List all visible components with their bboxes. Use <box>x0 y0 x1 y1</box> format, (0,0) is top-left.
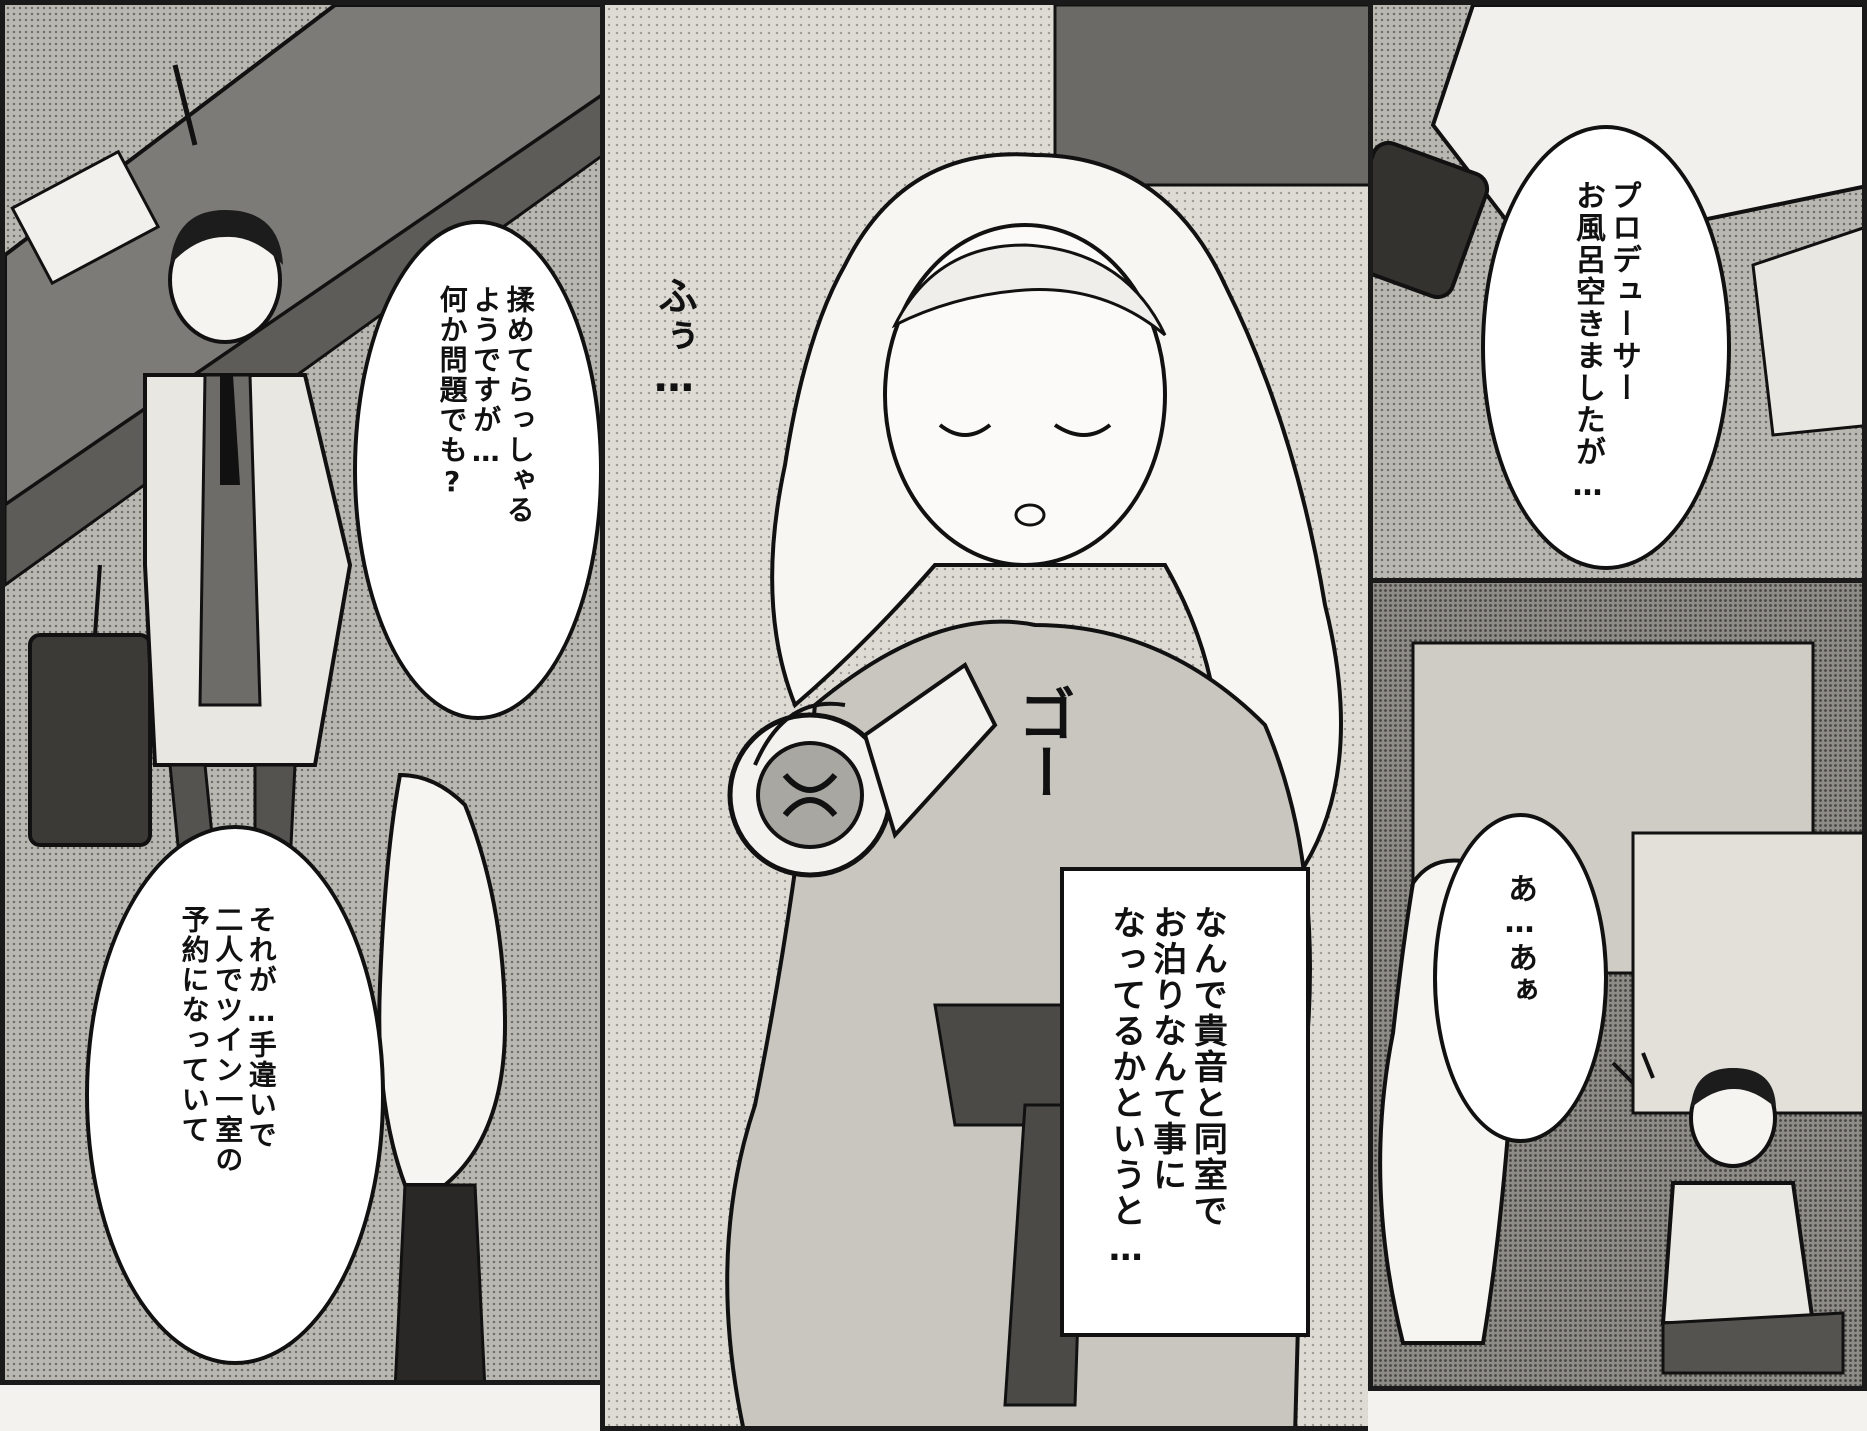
panel-left-art <box>5 5 607 1380</box>
bubble-left-bottom-line-3: 予約になっていて <box>177 905 211 1145</box>
bubble-left-bottom-line-2: 二人でツイン一室の <box>211 905 245 1175</box>
panel-center: ふぅ… ゴー なんで貴音と同室で お泊りなんて事に なってるかというと… <box>600 0 1380 1431</box>
narration-line-1: なんで貴音と同室で <box>1187 905 1228 1229</box>
speech-bubble-right-bottom <box>1433 813 1608 1143</box>
panel-right-top: プロデューサー お風呂空きましたが… <box>1368 0 1867 590</box>
bubble-left-bottom-line-1: それが…手違いで <box>244 905 278 1150</box>
narration-line-2: お泊りなんて事に <box>1146 905 1187 1193</box>
bubble-left-top-line-2: ようですが… <box>469 285 503 470</box>
narration-line-3: なってるかというと… <box>1105 905 1146 1271</box>
narration-box <box>1060 867 1310 1337</box>
sfx-sigh: ふぅ… <box>651 275 697 401</box>
bubble-left-top-line-3: 何か問題でも? <box>435 285 469 500</box>
speech-bubble-left-bottom <box>85 825 385 1365</box>
bubble-right-top-line-2: お風呂空きましたが… <box>1570 180 1605 505</box>
bubble-right-bottom-line-1: あ…あぁ <box>1502 873 1537 1006</box>
panel-left: 揉めてらっしゃる ようですが… 何か問題でも? それが…手違いで 二人でツイン一… <box>0 0 612 1385</box>
speech-bubble-left-top <box>353 220 603 720</box>
bubble-right-top-text: プロデューサー お風呂空きましたが… <box>1569 180 1641 540</box>
page-bottom-strip-right <box>1368 1391 1867 1431</box>
bubble-right-top-line-1: プロデューサー <box>1606 180 1641 404</box>
bubble-left-bottom-text: それが…手違いで 二人でツイン一室の 予約になっていて <box>177 905 278 1325</box>
bubble-left-top-line-1: 揉めてらっしゃる <box>502 285 536 525</box>
narration-text: なんで貴音と同室で お泊りなんて事に なってるかというと… <box>1105 905 1228 1305</box>
page-bottom-strip <box>0 1385 600 1431</box>
bubble-left-top-text: 揉めてらっしゃる ようですが… 何か問題でも? <box>435 285 536 665</box>
bubble-right-bottom-text: あ…あぁ <box>1501 873 1537 1093</box>
speech-bubble-right-top <box>1481 125 1731 570</box>
panel-right-bottom: あ…あぁ <box>1368 578 1867 1391</box>
sfx-dryer: ゴー <box>1008 685 1076 801</box>
